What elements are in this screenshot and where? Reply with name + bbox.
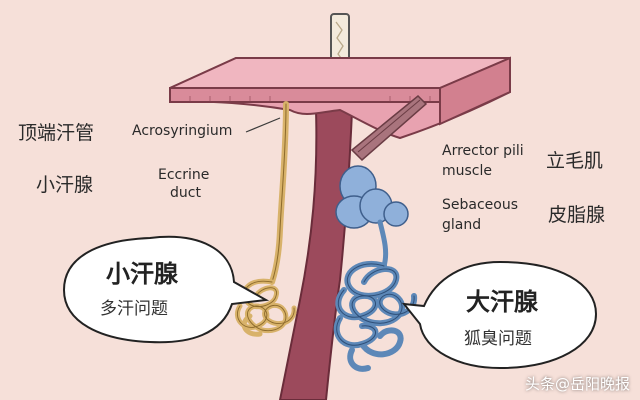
eccrine-bubble xyxy=(62,235,270,344)
arrector-pili-muscle xyxy=(350,94,428,162)
skin-side xyxy=(439,56,511,126)
arrector-en-label-1: Arrector pili xyxy=(442,143,524,159)
acrosyringium-en-label: Acrosyringium xyxy=(132,123,233,139)
sebaceous-cn-label: 皮脂腺 xyxy=(548,204,606,226)
apocrine-duct xyxy=(377,219,389,269)
eccrine-bubble-title: 小汗腺 xyxy=(106,260,178,288)
sebaceous-gland xyxy=(335,165,409,229)
hair-follicle xyxy=(278,109,354,400)
sebaceous-en-label-2: gland xyxy=(442,217,482,233)
eccrine-cn-label: 小汗腺 xyxy=(36,174,94,196)
eccrine-duct xyxy=(269,101,289,285)
acrosyringium-leader xyxy=(245,117,281,133)
eccrine-bubble-subtitle: 多汗问题 xyxy=(100,299,168,319)
eccrine-duct-en-label-1: Eccrine xyxy=(158,167,210,183)
apocrine-bubble-title: 大汗腺 xyxy=(466,288,538,316)
arrector-cn-label: 立毛肌 xyxy=(546,150,604,172)
arrector-en-label-2: muscle xyxy=(442,163,493,179)
acrosyringium-cn-label: 顶端汗管 xyxy=(18,122,95,144)
sebaceous-en-label-1: Sebaceous xyxy=(442,197,519,213)
skin-texture xyxy=(189,96,431,102)
apocrine-bubble-subtitle: 狐臭问题 xyxy=(464,329,532,349)
eccrine-duct-outline xyxy=(271,103,287,283)
apocrine-bubble xyxy=(401,260,598,370)
watermark: 头条@岳阳晚报 xyxy=(524,375,630,393)
eccrine-duct-en-label-2: duct xyxy=(170,185,201,201)
